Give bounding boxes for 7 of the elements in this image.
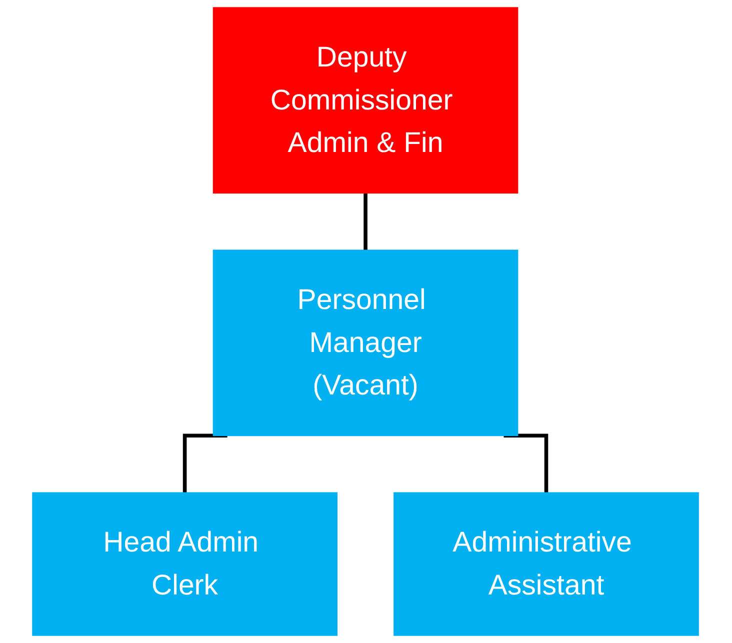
node-box: Administrative Assistant <box>394 492 700 636</box>
node-box: Personnel Manager (Vacant) <box>213 250 519 436</box>
node-box: Deputy Commissioner Admin & Fin <box>213 7 519 194</box>
connector <box>183 434 228 493</box>
connector <box>504 434 549 493</box>
node-box: Head Admin Clerk <box>32 492 338 636</box>
connector <box>364 191 368 250</box>
